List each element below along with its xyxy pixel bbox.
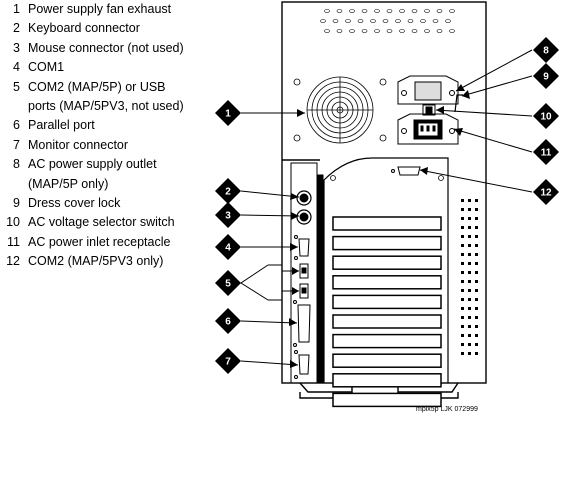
callout-number: 11 [541, 148, 552, 159]
expansion-slot-covers [332, 216, 442, 408]
keyboard-connector [296, 190, 312, 206]
legend: 1 Power supply fan exhaust 2 Keyboard conne… [0, 0, 215, 272]
voltage-selector-switch [422, 104, 436, 116]
legend-text: COM1 [28, 60, 65, 75]
legend-item: 11 AC power inlet receptacle [0, 233, 215, 252]
legend-text: Dress cover lock [28, 196, 121, 211]
usb-ports [299, 263, 309, 299]
dress-cover-lock [454, 94, 463, 113]
legend-item: 7 Monitor connector [0, 136, 215, 155]
legend-item: 9 Dress cover lock [0, 194, 215, 213]
legend-number: 1 [13, 2, 20, 16]
legend-text: Parallel port [28, 118, 95, 133]
callout-number: 7 [225, 357, 231, 368]
callout-number: 12 [540, 188, 552, 199]
callout-number: 3 [225, 211, 231, 222]
callout-11: 11 [533, 139, 559, 165]
com1-port [294, 235, 310, 260]
legend-text: AC power inlet receptacle [28, 234, 171, 249]
fan-grille [306, 76, 374, 144]
legend-item: 1 Power supply fan exhaust [0, 0, 215, 19]
com2-port [391, 166, 427, 176]
legend-item: 6 Parallel port [0, 116, 215, 135]
callout-5: 5 [215, 270, 241, 296]
legend-text: Monitor connector [28, 137, 129, 152]
legend-number: 7 [13, 137, 20, 152]
side-vent-holes [461, 199, 478, 355]
legend-text: Keyboard connector [28, 21, 140, 36]
legend-item: 12 COM2 (MAP/5PV3 only) [0, 252, 215, 271]
slot-screws [330, 175, 444, 181]
callout-number: 1 [225, 109, 231, 120]
callout-number: 4 [225, 243, 231, 254]
callout-number: 10 [540, 112, 552, 123]
parallel-port [293, 300, 311, 347]
top-vent-holes [320, 9, 455, 33]
callout-number: 5 [225, 279, 231, 290]
legend-number: 12 [6, 254, 20, 269]
callout-7: 7 [215, 348, 241, 374]
ac-outlet [397, 75, 459, 105]
callout-number: 9 [543, 72, 549, 83]
callout-number: 8 [543, 46, 549, 57]
ac-inlet-receptacle [397, 113, 459, 145]
callout-number: 6 [225, 317, 231, 328]
legend-text: AC power supply outlet (MAP/5P only) [28, 157, 157, 191]
mouse-connector [296, 209, 312, 225]
legend-number: 2 [13, 21, 20, 36]
legend-item: 4 COM1 [0, 58, 215, 77]
legend-item: 5 COM2 (MAP/5P) or USB ports (MAP/5PV3, n… [0, 78, 215, 117]
callout-9: 9 [533, 63, 559, 89]
io-panel [290, 162, 324, 384]
legend-number: 6 [13, 118, 20, 133]
callout-12: 12 [533, 179, 559, 205]
callout-3: 3 [215, 202, 241, 228]
callout-number: 2 [225, 187, 231, 198]
monitor-connector [294, 350, 310, 379]
legend-text: AC voltage selector switch [28, 215, 175, 230]
legend-item: 10 AC voltage selector switch [0, 213, 215, 232]
legend-number: 11 [7, 234, 20, 249]
callout-2: 2 [215, 178, 241, 204]
legend-text: COM2 (MAP/5P) or USB ports (MAP/5PV3, no… [28, 79, 184, 114]
legend-text: Mouse connector (not used) [28, 40, 184, 55]
callout-10: 10 [533, 103, 559, 129]
fan-screw-holes [293, 78, 387, 142]
legend-item: 2 Keyboard connector [0, 19, 215, 38]
legend-text: Power supply fan exhaust [28, 2, 172, 16]
expansion-card-area [323, 157, 449, 383]
figure-credit: mpix5p LJK 072999 [416, 406, 478, 413]
legend-text: COM2 (MAP/5PV3 only) [28, 254, 164, 269]
legend-item: 8 AC power supply outlet (MAP/5P only) [0, 155, 215, 194]
callout-6: 6 [215, 308, 241, 334]
legend-number: 8 [13, 157, 20, 172]
callout-1: 1 [215, 100, 241, 126]
callout-arrowheads [289, 84, 470, 368]
legend-number: 4 [13, 60, 20, 75]
legend-number: 5 [13, 79, 20, 94]
legend-number: 10 [6, 215, 20, 230]
callout-8: 8 [533, 37, 559, 63]
legend-number: 3 [13, 40, 20, 55]
callout-4: 4 [215, 234, 241, 260]
legend-number: 9 [13, 196, 20, 211]
legend-item: 3 Mouse connector (not used) [0, 39, 215, 58]
